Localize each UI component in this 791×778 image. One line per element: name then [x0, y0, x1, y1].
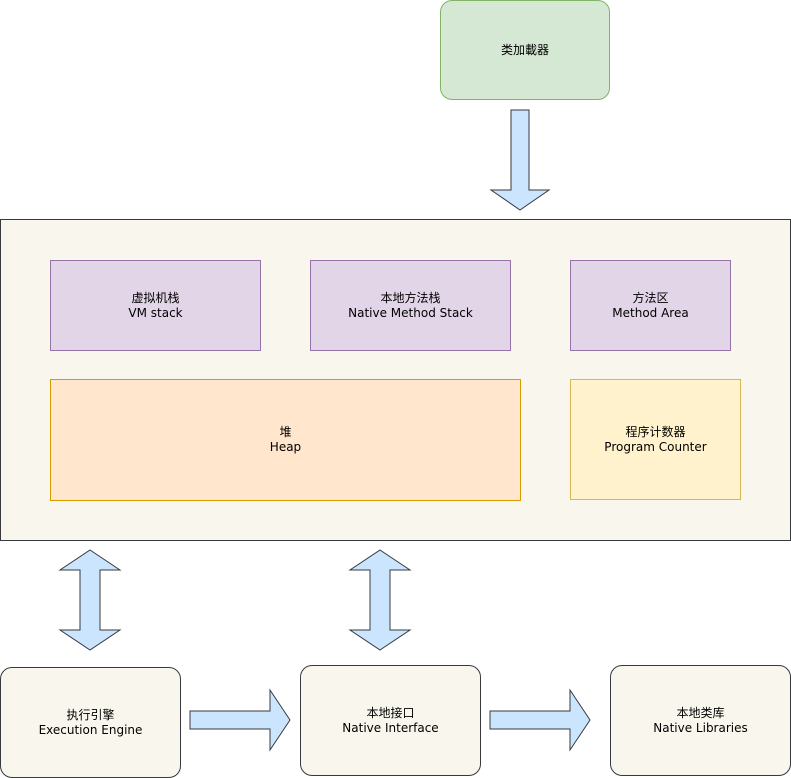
class-loader-node[interactable]: 类加載器 — [440, 0, 610, 100]
arrow-runtime-native-interface — [348, 549, 412, 651]
arrow-class-loader-to-runtime — [489, 109, 551, 211]
execution-engine-label-en: Execution Engine — [38, 722, 143, 737]
method-area-node[interactable]: 方法区 Method Area — [570, 260, 731, 351]
execution-engine-label-zh: 执行引擎 — [66, 707, 115, 722]
native-interface-label-en: Native Interface — [342, 720, 439, 735]
vm-stack-label-zh: 虚拟机栈 — [131, 290, 180, 305]
native-libraries-label-en: Native Libraries — [653, 720, 748, 735]
arrow-execution-engine-to-native-interface — [189, 688, 291, 752]
native-interface-label-zh: 本地接口 — [366, 705, 415, 720]
method-area-label-zh: 方法区 — [632, 290, 669, 305]
native-libraries-label-zh: 本地类库 — [676, 705, 725, 720]
native-libraries-node[interactable]: 本地类库 Native Libraries — [610, 665, 791, 776]
program-counter-label-en: Program Counter — [604, 439, 707, 454]
heap-label-en: Heap — [269, 440, 302, 454]
heap-label-zh: 堆 — [279, 425, 292, 439]
vm-stack-label-en: VM stack — [128, 305, 183, 320]
native-method-stack-label-zh: 本地方法栈 — [380, 290, 441, 305]
method-area-label-en: Method Area — [612, 305, 689, 320]
vm-stack-node[interactable]: 虚拟机栈 VM stack — [50, 260, 261, 351]
arrow-runtime-execution-engine — [58, 549, 122, 651]
native-method-stack-node[interactable]: 本地方法栈 Native Method Stack — [310, 260, 511, 351]
heap-node[interactable]: 堆 Heap — [50, 379, 521, 501]
program-counter-node[interactable]: 程序计数器 Program Counter — [570, 379, 741, 500]
native-interface-node[interactable]: 本地接口 Native Interface — [300, 665, 481, 776]
native-method-stack-label-en: Native Method Stack — [348, 305, 473, 320]
program-counter-label-zh: 程序计数器 — [625, 424, 686, 439]
arrow-native-interface-to-native-libraries — [489, 688, 591, 752]
execution-engine-node[interactable]: 执行引擎 Execution Engine — [0, 667, 181, 778]
class-loader-label: 类加載器 — [500, 42, 549, 57]
